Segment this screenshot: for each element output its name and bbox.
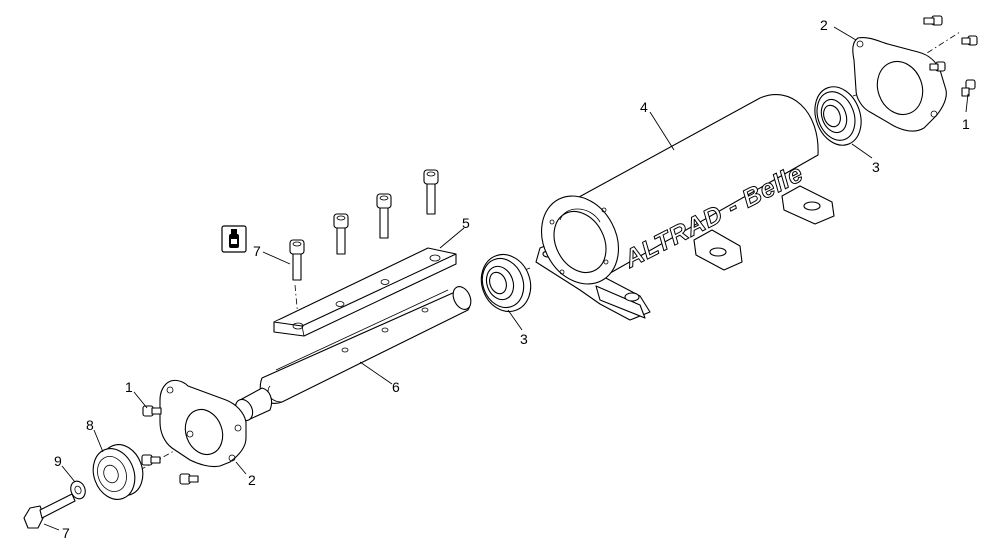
end-plate-left: [159, 379, 247, 468]
callout-9: 9: [54, 453, 62, 469]
bolt-right-1: [923, 15, 943, 26]
bearing-right: [814, 86, 862, 146]
callout-1-left: 1: [125, 379, 133, 395]
shaft: [234, 286, 472, 422]
main-housing: ALTRAD - Belle: [535, 94, 835, 321]
callout-5: 5: [462, 215, 470, 231]
cap-screw-3: [376, 193, 392, 239]
bolt-bottom: [23, 493, 76, 529]
pulley: [92, 444, 144, 500]
bolt-right-3: [929, 61, 946, 72]
threadlock-bottle-icon: [221, 225, 247, 253]
key-bar: [273, 247, 457, 337]
callout-8: 8: [86, 417, 94, 433]
callout-3-right: 3: [872, 159, 880, 175]
callout-2-left: 2: [248, 472, 256, 488]
bolt-left-1: [142, 405, 162, 417]
bolt-left-3: [179, 473, 199, 485]
bolt-left-2: [141, 454, 161, 466]
callout-3-center: 3: [520, 331, 528, 347]
bolt-right-4: [961, 79, 976, 97]
end-plate-right: [852, 37, 947, 132]
callout-6: 6: [392, 379, 400, 395]
bolt-right-2: [961, 35, 978, 46]
callout-7-bottom: 7: [62, 525, 70, 541]
cap-screw-1: [289, 239, 305, 281]
cap-screw-2: [333, 213, 349, 255]
cap-screw-4: [423, 169, 439, 215]
callout-7-top: 7: [253, 243, 261, 259]
callout-4: 4: [640, 99, 648, 115]
callout-2-right: 2: [820, 17, 828, 33]
callout-1-right: 1: [962, 116, 970, 132]
bearing-center: [480, 253, 532, 313]
